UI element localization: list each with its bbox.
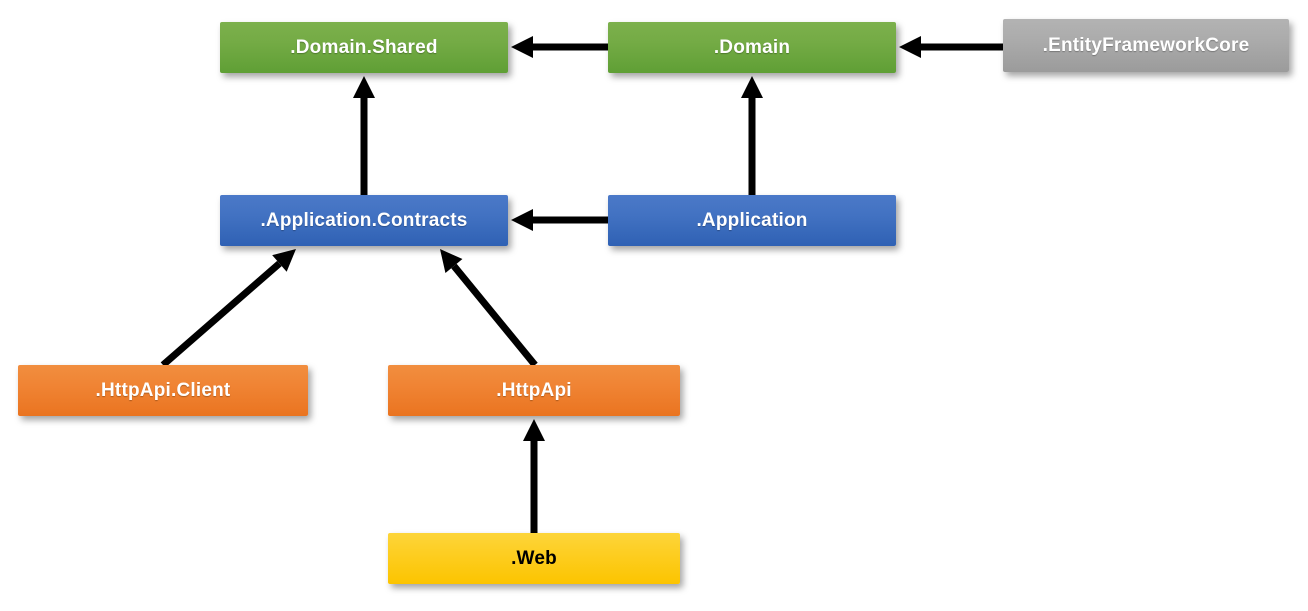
node-application-contracts[interactable]: .Application.Contracts [220,195,508,246]
node-domain-shared[interactable]: .Domain.Shared [220,22,508,73]
arrow-application-contracts-to-domain-shared [353,76,375,195]
arrow-domain-to-domain-shared [511,36,608,58]
node-label-domain: .Domain [713,36,791,58]
node-label-application: .Application [696,209,808,231]
node-application[interactable]: .Application [608,195,896,246]
node-label-domain-shared: .Domain.Shared [290,36,438,58]
node-label-httpapi: .HttpApi [496,379,572,401]
node-domain[interactable]: .Domain [608,22,896,73]
node-httpapi-client[interactable]: .HttpApi.Client [18,365,308,416]
arrow-httpapi-to-application-contracts [440,249,538,368]
arrow-httpapi-client-to-application-contracts [160,249,296,368]
node-httpapi[interactable]: .HttpApi [388,365,680,416]
node-entity-framework-core[interactable]: .EntityFrameworkCore [1003,19,1289,72]
arrow-application-to-application-contracts [511,209,608,231]
node-label-web: .Web [511,547,557,569]
node-label-httpapi-client: .HttpApi.Client [95,379,231,401]
arrow-web-to-httpapi [523,419,545,533]
node-label-entity-framework-core: .EntityFrameworkCore [1042,34,1250,56]
node-label-application-contracts: .Application.Contracts [260,209,468,231]
node-web[interactable]: .Web [388,533,680,584]
arrow-application-to-domain [741,76,763,195]
arrow-efcore-to-domain [899,36,1003,58]
